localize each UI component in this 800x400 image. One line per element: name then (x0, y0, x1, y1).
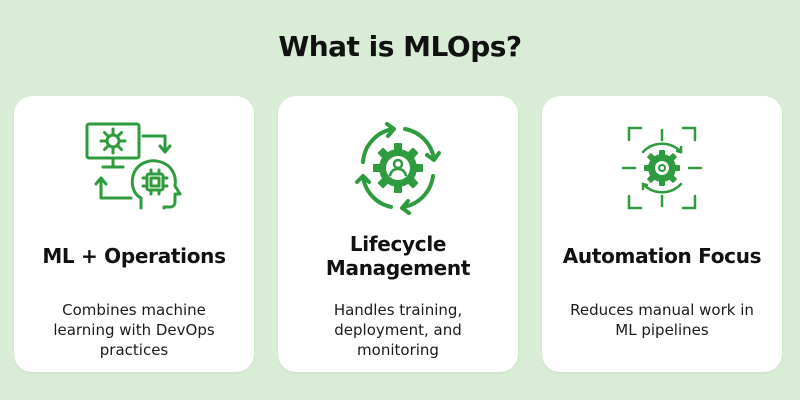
card-description: Combines machine learning with DevOps pr… (53, 301, 215, 359)
card-description: Handles training, deployment, and monito… (333, 301, 463, 359)
card-title: ML + Operations (42, 244, 226, 268)
card-lifecycle-management: Lifecycle Management Handles training, d… (278, 96, 518, 372)
focus-gear-icon (621, 126, 703, 210)
card-ml-operations: ML + Operations Combines machine learnin… (14, 96, 254, 372)
card-automation-focus: Automation Focus Reduces manual work in … (542, 96, 782, 372)
card-title: Lifecycle Management (325, 232, 471, 280)
card-title: Automation Focus (562, 244, 762, 268)
monitor-ai-head-icon (85, 122, 182, 210)
card-description: Reduces manual work in ML pipelines (570, 301, 754, 339)
page-title: What is MLOps? (278, 30, 522, 63)
gear-cycle-icon (355, 122, 441, 215)
